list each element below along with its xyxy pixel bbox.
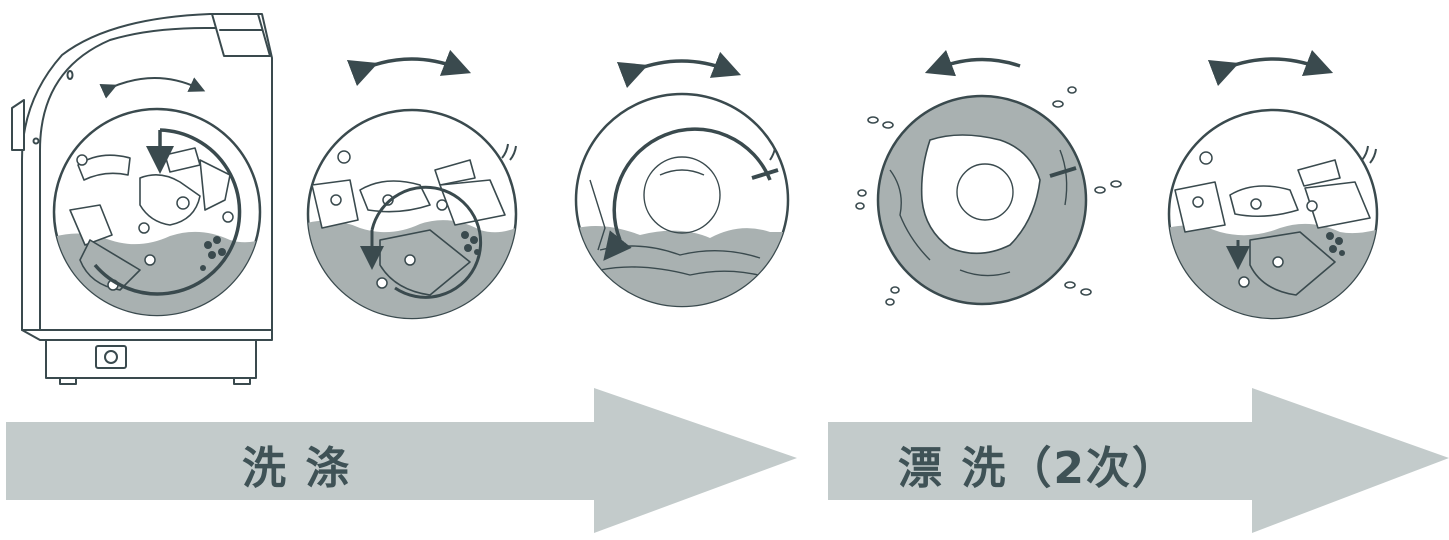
rinse-stage-arrow <box>828 388 1449 533</box>
drum-spray-icon <box>855 49 1122 306</box>
drum-rinse-icon <box>1167 49 1379 320</box>
rinse-stage-label: 漂 洗（2次） <box>898 443 1178 494</box>
drum-spin-icon <box>574 51 790 308</box>
wash-stage-arrow <box>6 388 797 533</box>
wash-stage-label: 洗 涤 <box>242 443 352 494</box>
drum-tumble-icon <box>306 49 518 320</box>
